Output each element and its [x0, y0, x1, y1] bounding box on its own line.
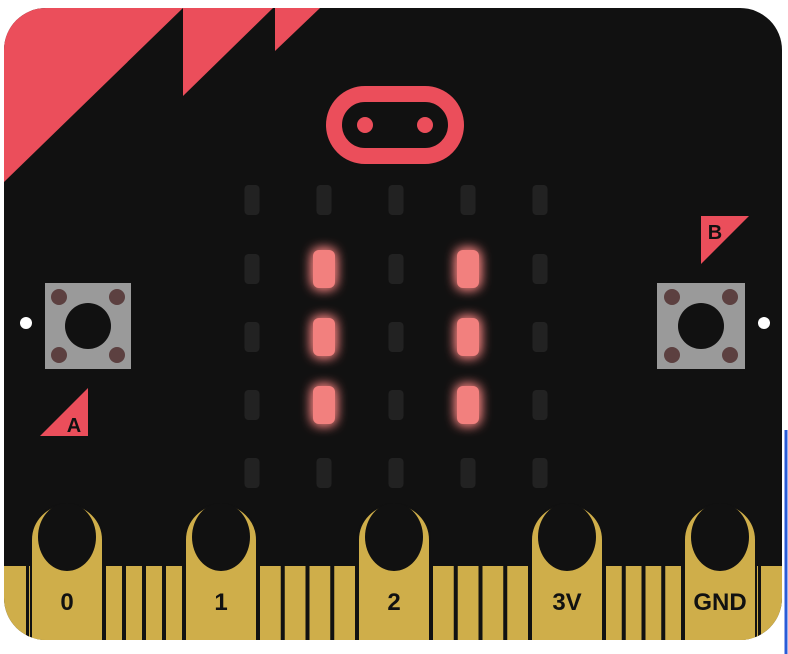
pin-0[interactable]: 0 — [30, 503, 104, 646]
led-off — [388, 390, 404, 420]
led-off — [244, 254, 260, 284]
led-off — [388, 458, 404, 488]
led-off — [316, 185, 332, 215]
pin-hole — [691, 503, 749, 571]
pin-label: 1 — [214, 589, 227, 616]
led-on — [457, 250, 479, 288]
led-off — [244, 185, 260, 215]
pin-label: 2 — [387, 589, 400, 616]
pin-3v[interactable]: 3V — [530, 503, 604, 646]
led-off — [532, 390, 548, 420]
button-b[interactable] — [657, 283, 745, 369]
decor-stripe — [4, 8, 183, 182]
led-off — [460, 185, 476, 215]
connector-gap — [280, 566, 285, 640]
led-off — [244, 322, 260, 352]
led-on — [313, 386, 335, 424]
decor-stripe — [275, 8, 320, 51]
connector-gap — [503, 566, 508, 640]
decor-stripe — [183, 8, 273, 96]
led-on — [313, 318, 335, 356]
connector-gap — [142, 566, 146, 640]
led-off — [532, 185, 548, 215]
pin-1[interactable]: 1 — [184, 503, 258, 646]
connector-gap — [478, 566, 483, 640]
led-off — [388, 322, 404, 352]
led-on — [457, 318, 479, 356]
led-off — [388, 185, 404, 215]
pin-label: 3V — [552, 589, 581, 616]
connector-gap — [758, 566, 761, 640]
led-matrix — [244, 185, 548, 488]
led-on — [313, 250, 335, 288]
button-b-label: B — [708, 222, 722, 244]
pin-hole — [538, 503, 596, 571]
connector-gap — [122, 566, 126, 640]
led-off — [532, 458, 548, 488]
pin-hole — [38, 503, 96, 571]
button-b-marker — [701, 216, 749, 264]
led-off — [244, 458, 260, 488]
connector-gap — [453, 566, 458, 640]
button-a[interactable] — [45, 283, 131, 369]
microbit-logo-icon — [326, 86, 464, 164]
led-off — [316, 458, 332, 488]
connector-gap — [305, 566, 310, 640]
led-off — [388, 254, 404, 284]
led-off — [532, 322, 548, 352]
side-hole — [758, 317, 770, 329]
edge-connector: 0 1 2 3V GND — [4, 503, 782, 646]
connector-gap — [621, 566, 626, 640]
led-on — [457, 386, 479, 424]
led-off — [532, 254, 548, 284]
button-a-label: A — [67, 415, 81, 437]
led-off — [244, 390, 260, 420]
button-a-marker — [40, 388, 88, 436]
connector-gap — [26, 566, 29, 640]
pin-hole — [365, 503, 423, 571]
connector-gap — [661, 566, 666, 640]
pin-label: 0 — [60, 589, 73, 616]
connector-gap — [162, 566, 166, 640]
connector-gap — [641, 566, 646, 640]
pin-label: GND — [693, 589, 746, 616]
pin-hole — [192, 503, 250, 571]
pin-gnd[interactable]: GND — [683, 503, 757, 646]
pin-2[interactable]: 2 — [357, 503, 431, 646]
side-hole — [20, 317, 32, 329]
connector-gap — [330, 566, 335, 640]
led-off — [460, 458, 476, 488]
